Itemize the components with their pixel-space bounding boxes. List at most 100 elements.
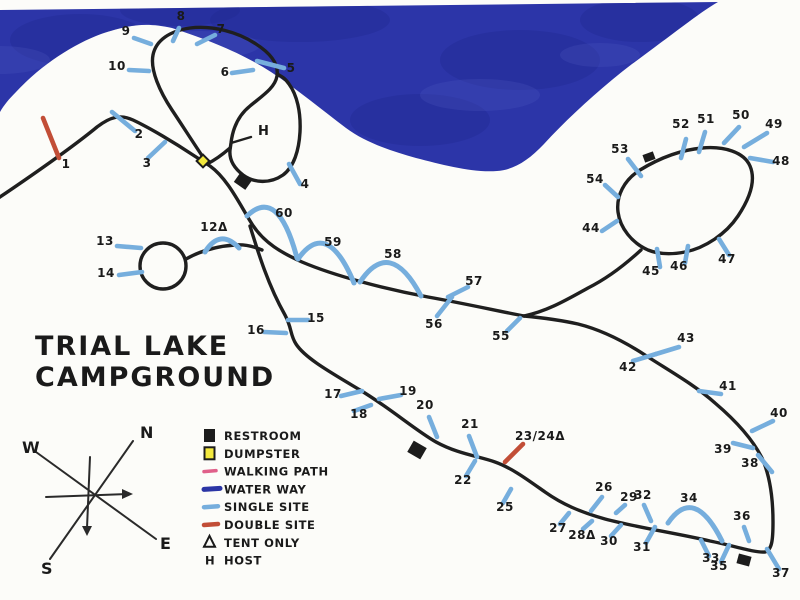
site-25-marker (500, 486, 514, 506)
site-41: 41 (696, 379, 736, 397)
site-16-label: 16 (247, 323, 265, 337)
site-29: 29 (613, 490, 637, 516)
legend-row-single-site: SINGLE SITE (201, 500, 310, 514)
site-33: 33 (698, 537, 719, 565)
site-4: 4 (286, 161, 310, 191)
legend-label-dumpster: DUMPSTER (224, 447, 300, 461)
road-top-loop (150, 25, 302, 184)
site-30-label: 30 (600, 534, 618, 548)
site-32: 32 (634, 488, 654, 524)
site-5-label: 5 (287, 61, 296, 75)
water-way-icon (201, 485, 223, 492)
site-43: 43 (653, 331, 695, 357)
single-site-icon (201, 503, 221, 510)
site-46-label: 46 (670, 259, 688, 273)
tent-only-icon (202, 533, 217, 548)
site-48-label: 48 (772, 154, 790, 168)
site-53-label: 53 (611, 142, 629, 156)
legend-row-tent-only: TENT ONLY (202, 533, 299, 550)
host-site: H (229, 124, 269, 145)
site-16-marker (261, 329, 289, 336)
site-28Δ: 28Δ (568, 518, 595, 542)
site-44-label: 44 (582, 221, 600, 235)
road-main-entrance (0, 115, 526, 318)
site-8-label: 8 (177, 9, 186, 23)
site-47: 47 (716, 236, 735, 266)
legend-label-single-site: SINGLE SITE (224, 500, 310, 514)
site-9: 9 (122, 24, 154, 47)
site-35-marker (718, 542, 732, 565)
dumpster-icon (203, 446, 216, 461)
site-59-marker (295, 240, 357, 286)
site-43-marker (653, 344, 682, 357)
site-21-marker (466, 433, 480, 460)
legend-label-water-way: WATER WAY (224, 482, 307, 496)
site-4-label: 4 (301, 177, 310, 191)
site-34: 34 (665, 491, 725, 544)
site-13-marker (114, 243, 144, 251)
restroom-icon (642, 151, 656, 163)
site-60: 60 (244, 204, 300, 261)
site-51: 51 (696, 112, 714, 155)
site-26: 26 (588, 480, 612, 514)
site-46: 46 (670, 243, 691, 273)
site-31: 31 (633, 524, 658, 554)
site-13: 13 (96, 234, 144, 251)
site-10: 10 (108, 59, 152, 74)
compass-rose: N W S E (22, 423, 171, 578)
site-5-marker (254, 58, 287, 71)
site-36-marker (741, 524, 752, 544)
site-14-label: 14 (97, 266, 115, 280)
site-44-marker (599, 218, 620, 234)
site-7-marker (194, 32, 218, 47)
site-6-marker (229, 67, 256, 76)
host-icon: H (205, 554, 215, 568)
site-48: 48 (747, 154, 790, 168)
site-46-marker (682, 243, 691, 266)
legend-row-dumpster: DUMPSTER (203, 446, 300, 461)
site-53-marker (625, 156, 644, 179)
site-47-marker (716, 236, 732, 258)
legend-row-restroom: RESTROOM (204, 429, 301, 443)
compass-line-ne (49, 440, 134, 560)
site-52: 52 (672, 117, 689, 161)
site-10-marker (126, 67, 152, 74)
site-33-marker (698, 537, 712, 559)
site-18-label: 18 (350, 407, 368, 421)
site-45: 45 (642, 246, 663, 278)
compass-arrow-right (122, 489, 133, 499)
site-32-marker (641, 502, 654, 524)
site-54-marker (602, 182, 621, 200)
legend-row-water-way: WATER WAY (201, 482, 307, 496)
compass-label-west: W (22, 438, 40, 457)
site-43-label: 43 (677, 331, 695, 345)
site-2-label: 2 (135, 127, 144, 141)
site-38: 38 (741, 452, 775, 475)
site-49: 49 (741, 117, 782, 150)
site-54-label: 54 (586, 172, 604, 186)
site-42: 42 (619, 351, 659, 374)
site-20: 20 (416, 398, 440, 440)
site-57: 57 (445, 274, 483, 300)
site-2-marker (109, 109, 138, 134)
site-59-label: 59 (324, 235, 342, 249)
site-27: 27 (549, 510, 572, 535)
site-3-marker (145, 139, 168, 161)
compass-line-horizontal (45, 493, 129, 498)
site-7: 7 (194, 22, 225, 47)
compass-label-south: S (41, 559, 53, 578)
site-23/24Δ-marker (502, 441, 526, 465)
compass-label-east: E (160, 534, 171, 553)
site-15: 15 (285, 311, 324, 325)
site-20-marker (426, 414, 440, 440)
site-57-label: 57 (465, 274, 483, 288)
site-22: 22 (454, 458, 478, 487)
site-25-label: 25 (496, 500, 514, 514)
legend-label-double-site: DOUBLE SITE (224, 518, 315, 532)
walking-path-icon (202, 468, 218, 474)
site-9-marker (131, 35, 154, 47)
site-40-marker (749, 418, 776, 434)
site-18-marker (351, 402, 374, 414)
site-17: 17 (324, 387, 365, 401)
site-6: 6 (221, 65, 256, 79)
